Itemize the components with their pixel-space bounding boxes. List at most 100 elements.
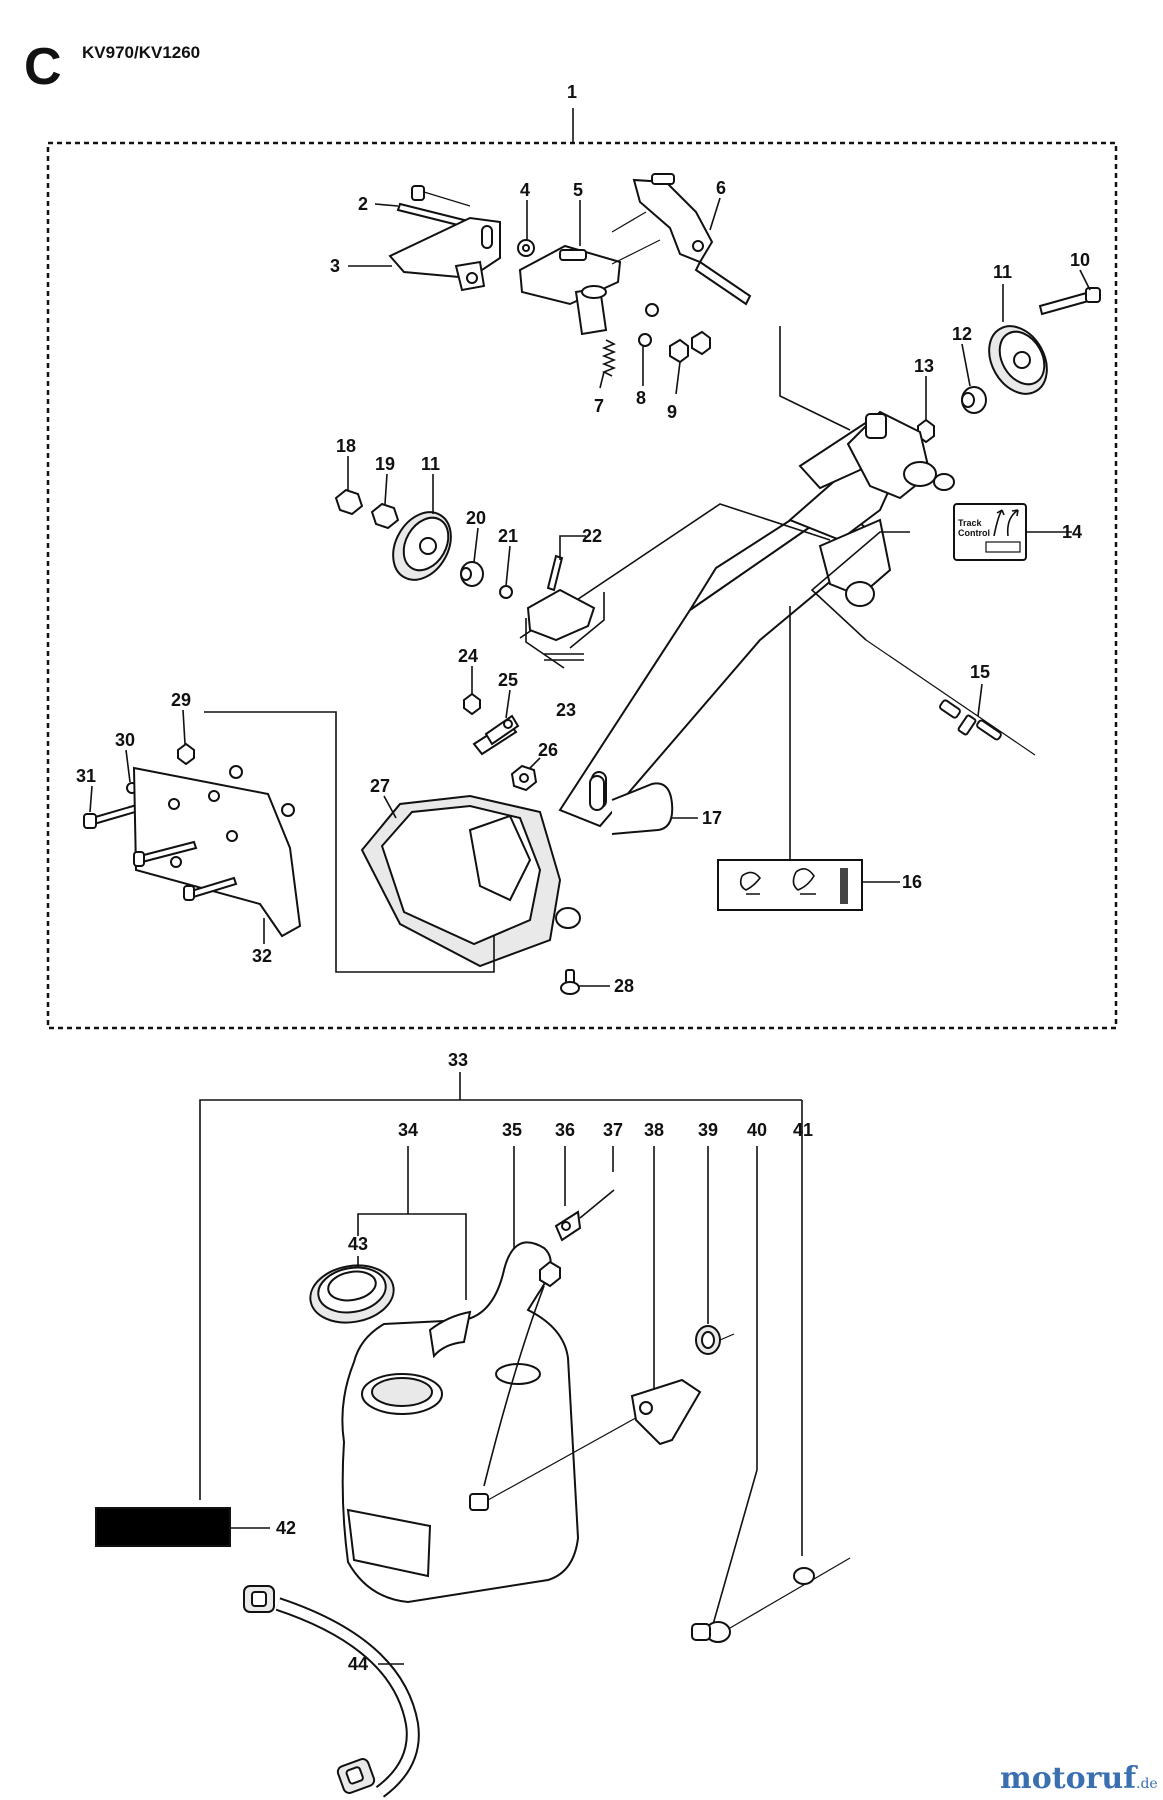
callout-38: 38 bbox=[644, 1120, 664, 1140]
spacer-20 bbox=[460, 561, 484, 587]
leader-7 bbox=[599, 371, 605, 389]
callout-4: 4 bbox=[520, 180, 530, 200]
callout-6: 6 bbox=[716, 178, 726, 198]
callout-33: 33 bbox=[448, 1050, 468, 1070]
kit-bracket-line bbox=[199, 1099, 802, 1500]
callout-20: 20 bbox=[466, 508, 486, 528]
callout-28: 28 bbox=[614, 976, 634, 996]
frame-line-c bbox=[204, 711, 495, 973]
callout-22: 22 bbox=[582, 526, 602, 546]
nut-26 bbox=[510, 764, 538, 792]
bolt-31 bbox=[83, 802, 144, 829]
callout-29: 29 bbox=[171, 690, 191, 710]
leader-10 bbox=[1079, 269, 1091, 291]
callout-30: 30 bbox=[115, 730, 135, 750]
leader-29 bbox=[182, 709, 186, 745]
fitting-36 bbox=[554, 1210, 582, 1242]
washer-21 bbox=[499, 585, 513, 599]
tank-cap-43 bbox=[309, 1264, 395, 1324]
knurled-nut-39 bbox=[695, 1325, 735, 1355]
star-knob-11-right bbox=[988, 325, 1048, 395]
callout-21: 21 bbox=[498, 526, 518, 546]
callout-32: 32 bbox=[252, 946, 272, 966]
callout-8: 8 bbox=[636, 388, 646, 408]
callout-19: 19 bbox=[375, 454, 395, 474]
o-ring-41 bbox=[793, 1567, 815, 1585]
callout-25: 25 bbox=[498, 670, 518, 690]
cable-15 bbox=[865, 639, 1036, 756]
leader-23 bbox=[525, 618, 565, 669]
leader-22b bbox=[569, 592, 605, 649]
model-title: KV970/KV1260 bbox=[82, 43, 200, 62]
callout-11-right: 11 bbox=[993, 262, 1012, 282]
washer-4 bbox=[517, 239, 535, 257]
leader-34-bracket bbox=[357, 1213, 467, 1300]
callout-14: 14 bbox=[1062, 522, 1082, 542]
screw-28 bbox=[560, 969, 580, 995]
leader-27 bbox=[383, 795, 397, 819]
callout-26: 26 bbox=[538, 740, 558, 760]
callout-34: 34 bbox=[398, 1120, 418, 1140]
handle-bar-main bbox=[558, 410, 955, 828]
frame-line-b bbox=[810, 531, 910, 641]
callout-2: 2 bbox=[358, 194, 368, 214]
u-bolt-17 bbox=[589, 775, 674, 835]
section-letter: C bbox=[24, 38, 62, 96]
callout-43: 43 bbox=[348, 1234, 368, 1254]
warning-decal-16 bbox=[717, 859, 863, 911]
nut-9 bbox=[669, 330, 711, 364]
callout-5: 5 bbox=[573, 180, 583, 200]
leader-30 bbox=[125, 749, 131, 783]
hose-44 bbox=[243, 1585, 420, 1798]
frame-line-upper bbox=[779, 326, 851, 431]
housing-27 bbox=[360, 794, 581, 968]
callout-12: 12 bbox=[952, 324, 972, 344]
callout-35: 35 bbox=[502, 1120, 522, 1140]
spring-23 bbox=[544, 653, 584, 661]
callout-40: 40 bbox=[747, 1120, 767, 1140]
leader-6 bbox=[709, 197, 721, 231]
svg-text:motoruf: motoruf bbox=[1000, 1761, 1138, 1796]
tank-hose bbox=[483, 1285, 545, 1487]
leader-9 bbox=[675, 361, 681, 395]
nut-24 bbox=[463, 692, 481, 716]
spring-7 bbox=[601, 339, 617, 377]
track-control-decal-14: Track Control bbox=[953, 503, 1027, 561]
label-plate-42 bbox=[95, 1507, 231, 1547]
leader-22a bbox=[559, 535, 586, 560]
callout-36: 36 bbox=[555, 1120, 575, 1140]
callout-9: 9 bbox=[667, 402, 677, 422]
callout-27: 27 bbox=[370, 776, 390, 796]
mounting-bracket-3 bbox=[388, 216, 501, 292]
bolt-2 bbox=[396, 185, 471, 228]
watermark-logo: motoruf .de bbox=[1000, 1761, 1158, 1796]
clamp-plate-25 bbox=[472, 714, 520, 756]
tank-connect-line bbox=[487, 1409, 651, 1501]
callout-39: 39 bbox=[698, 1120, 718, 1140]
callout-11-left: 11 bbox=[421, 454, 440, 474]
pin-37 bbox=[579, 1189, 615, 1219]
callout-18: 18 bbox=[336, 436, 356, 456]
leader-19 bbox=[384, 473, 388, 505]
leader-12 bbox=[961, 343, 971, 387]
star-knob-11-left bbox=[392, 511, 452, 581]
leader-26 bbox=[529, 757, 541, 769]
callout-23: 23 bbox=[556, 700, 576, 720]
callout-31: 31 bbox=[76, 766, 96, 786]
leader-20 bbox=[473, 527, 479, 563]
nut-35 bbox=[539, 1260, 561, 1288]
leader-31 bbox=[89, 785, 93, 813]
leader-2 bbox=[374, 203, 399, 207]
callout-3: 3 bbox=[330, 256, 340, 276]
callout-41: 41 bbox=[793, 1120, 813, 1140]
callout-1: 1 bbox=[567, 82, 577, 102]
pin-22 bbox=[526, 554, 596, 642]
callout-17: 17 bbox=[702, 808, 722, 828]
assembly-1-box bbox=[46, 141, 1118, 1030]
callout-15: 15 bbox=[970, 662, 990, 682]
leader-15 bbox=[977, 683, 983, 717]
callout-24: 24 bbox=[458, 646, 478, 666]
callout-44: 44 bbox=[348, 1654, 368, 1674]
